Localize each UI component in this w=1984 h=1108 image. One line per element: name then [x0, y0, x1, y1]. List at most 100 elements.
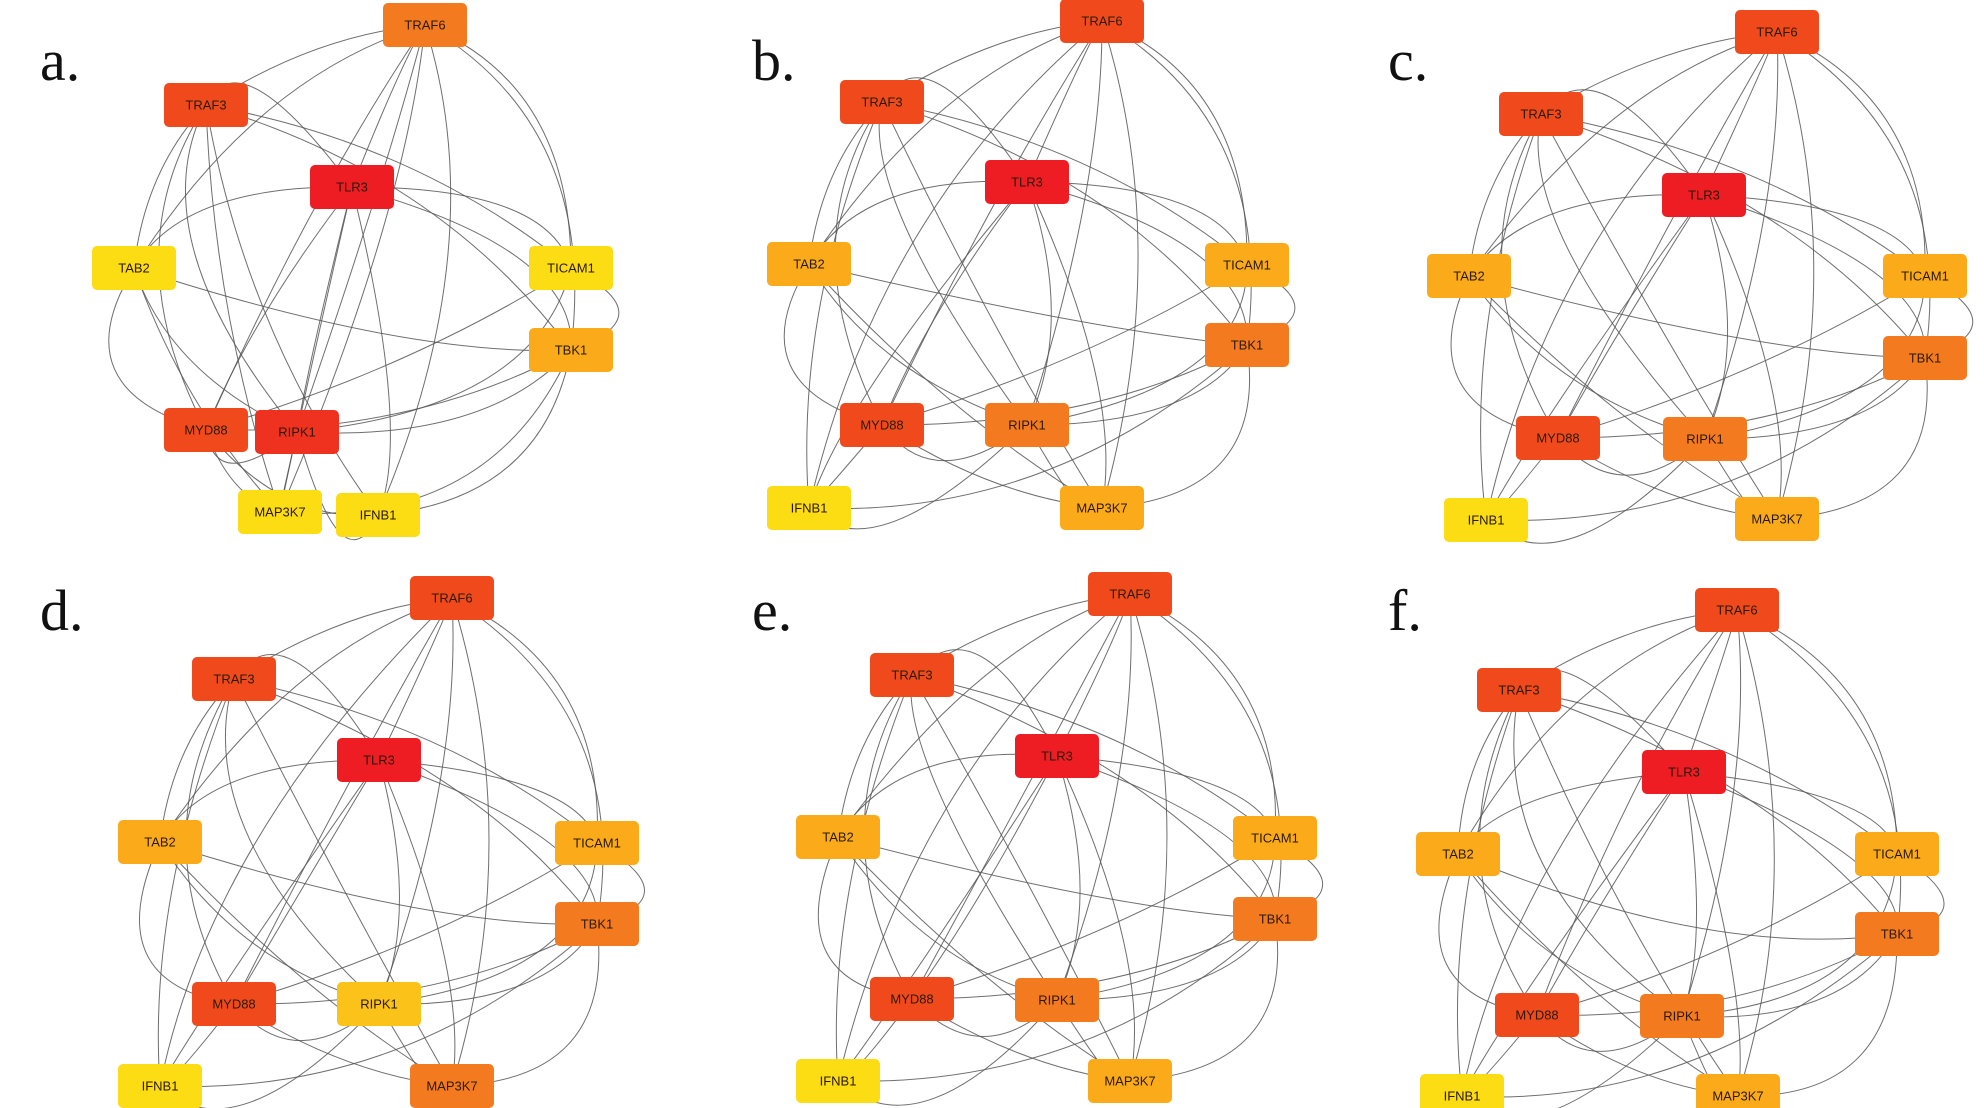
node-box — [1205, 323, 1289, 367]
network-edge — [1557, 357, 1926, 439]
node-label: RIPK1 — [278, 425, 316, 440]
node-box — [1444, 498, 1528, 542]
network-edge — [808, 101, 883, 265]
network-edge — [837, 836, 1058, 1001]
network-edge — [233, 678, 598, 844]
node-myd88: MYD88 — [1495, 993, 1579, 1037]
node-tlr3: TLR3 — [337, 738, 421, 782]
node-traf3: TRAF3 — [164, 83, 248, 127]
network-edge — [1468, 275, 1926, 359]
node-box — [840, 403, 924, 447]
network-edge — [881, 181, 1028, 426]
network-edge — [808, 20, 1103, 265]
node-box — [870, 653, 954, 697]
network-edge — [159, 597, 453, 843]
network-edge — [296, 349, 572, 434]
node-box — [870, 977, 954, 1021]
network-edge — [783, 263, 883, 426]
node-label: IFNB1 — [820, 1074, 857, 1089]
panel-label: e. — [752, 578, 793, 643]
node-label: RIPK1 — [360, 997, 398, 1012]
node-box — [796, 1059, 880, 1103]
node-map3k7: MAP3K7 — [1088, 1059, 1172, 1103]
node-box — [555, 902, 639, 946]
node-tab2: TAB2 — [1416, 832, 1500, 876]
network-edge — [159, 841, 598, 925]
network-edge — [1536, 771, 1685, 1016]
network-edge — [159, 597, 453, 1087]
node-box — [529, 246, 613, 290]
network-edge — [1518, 689, 1898, 935]
node-label: TRAF6 — [1756, 25, 1797, 40]
node-ripk1: RIPK1 — [1015, 978, 1099, 1022]
node-box — [1499, 92, 1583, 136]
node-traf6: TRAF6 — [410, 576, 494, 620]
network-edge — [835, 674, 913, 1082]
node-label: TRAF6 — [404, 18, 445, 33]
node-box — [410, 1064, 494, 1108]
network-edge — [808, 344, 1248, 510]
network-edge — [1537, 113, 1706, 440]
panel-label: a. — [40, 28, 81, 93]
network-edge — [1485, 31, 1778, 521]
network-edge — [837, 755, 1058, 1082]
node-ifnb1: IFNB1 — [1420, 1074, 1504, 1108]
network-edge — [184, 104, 298, 433]
node-label: MYD88 — [212, 997, 255, 1012]
node-box — [1060, 0, 1144, 43]
network-edge — [837, 836, 1276, 920]
node-tbk1: TBK1 — [555, 902, 639, 946]
node-ifnb1: IFNB1 — [118, 1064, 202, 1108]
network-edge — [808, 20, 1103, 509]
node-box — [164, 83, 248, 127]
network-edge — [1536, 609, 1738, 1016]
node-map3k7: MAP3K7 — [410, 1064, 494, 1108]
node-label: RIPK1 — [1008, 418, 1046, 433]
node-traf3: TRAF3 — [1477, 668, 1561, 712]
network-edge — [837, 918, 1276, 1082]
network-edge — [1056, 755, 1135, 1082]
network-edge — [1101, 20, 1252, 346]
network-edge — [1129, 918, 1279, 1082]
network-edge — [424, 24, 572, 269]
network-edge — [1026, 20, 1103, 426]
network-edge — [1540, 113, 1926, 277]
node-label: TBK1 — [581, 917, 614, 932]
node-box — [164, 408, 248, 452]
node-tlr3: TLR3 — [985, 160, 1069, 204]
node-box — [1060, 486, 1144, 530]
node-box — [1662, 173, 1746, 217]
node-ticam1: TICAM1 — [1883, 254, 1967, 298]
node-map3k7: MAP3K7 — [238, 490, 322, 534]
node-box — [1233, 816, 1317, 860]
node-ifnb1: IFNB1 — [336, 493, 420, 537]
network-edge — [1457, 689, 1520, 1097]
network-edge — [133, 24, 426, 269]
network-edge — [1129, 593, 1168, 1082]
network-edge — [1518, 689, 1739, 1097]
node-label: TICAM1 — [1223, 258, 1271, 273]
network-edge — [133, 267, 572, 352]
network-edge — [1101, 20, 1248, 266]
node-label: TICAM1 — [1251, 831, 1299, 846]
network-edge — [451, 597, 490, 1087]
network-edge — [424, 24, 576, 351]
node-tbk1: TBK1 — [1205, 323, 1289, 367]
node-label: TBK1 — [1231, 338, 1264, 353]
network-edge — [205, 104, 281, 513]
network-edge — [911, 755, 1058, 1000]
node-ifnb1: IFNB1 — [796, 1059, 880, 1103]
network-edge — [233, 678, 453, 1087]
node-label: MAP3K7 — [1104, 1074, 1155, 1089]
network-edge — [881, 101, 1248, 266]
node-box — [1883, 254, 1967, 298]
network-edge — [1457, 853, 1739, 1097]
network-edge — [1485, 357, 1926, 521]
node-ifnb1: IFNB1 — [767, 486, 851, 530]
network-edge — [1683, 771, 1741, 1097]
network-edge — [808, 181, 1028, 509]
